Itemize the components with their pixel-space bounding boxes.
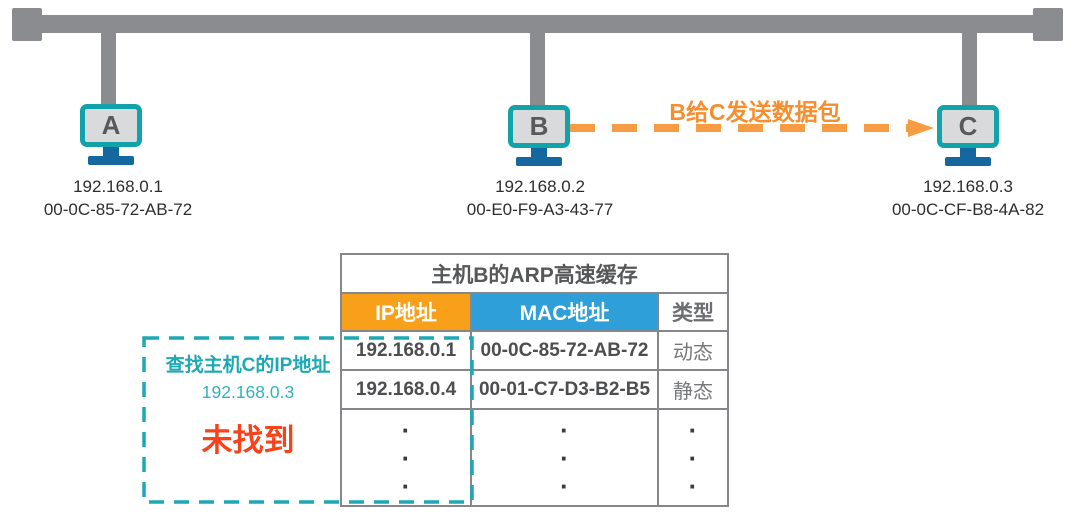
host-b-monitor: B	[508, 105, 570, 148]
packet-dashed-arrow	[570, 119, 934, 137]
arp-header-ip: IP地址	[340, 292, 472, 332]
arp-row-2-type: 静态	[657, 369, 729, 410]
host-c-mac: 00-0C-CF-B8-4A-82	[891, 200, 1045, 219]
lookup-highlight-box	[142, 336, 474, 504]
bus-cable	[14, 15, 1050, 33]
arp-ellipsis-ip: · · ·	[401, 414, 411, 501]
host-c-monitor: C	[937, 105, 999, 148]
bus-terminator-right	[1033, 8, 1063, 41]
lookup-annotation-title: 查找主机C的IP地址	[165, 355, 331, 376]
arp-row-1: 192.168.0.1 00-0C-85-72-AB-72 动态	[340, 330, 729, 371]
arp-cache-table: 主机B的ARP高速缓存 IP地址 MAC地址 类型 192.168.0.1 00…	[340, 253, 729, 507]
host-b-ip: 192.168.0.2	[495, 177, 585, 196]
host-a-ip: 192.168.0.1	[73, 177, 163, 196]
arp-row-2: 192.168.0.4 00-01-C7-D3-B2-B5 静态	[340, 369, 729, 410]
host-a-monitor: A	[80, 104, 142, 147]
arp-row-1-type: 动态	[657, 330, 729, 371]
arp-header-type: 类型	[657, 292, 729, 332]
host-c-ip: 192.168.0.3	[923, 177, 1013, 196]
drop-cable-b	[530, 33, 545, 109]
host-a-letter: A	[101, 110, 121, 140]
host-b-stand-base	[516, 157, 562, 166]
host-b-letter: B	[529, 111, 549, 141]
host-c-stand-base	[945, 157, 991, 166]
arp-row-2-mac: 00-01-C7-D3-B2-B5	[470, 369, 659, 410]
host-a-mac: 00-0C-85-72-AB-72	[43, 200, 193, 219]
arp-table-header-row: IP地址 MAC地址 类型	[340, 292, 729, 332]
host-a-stand-base	[88, 156, 134, 165]
arp-row-2-ip: 192.168.0.4	[340, 369, 472, 410]
arp-ellipsis-mac: · · ·	[560, 414, 569, 501]
host-c-stand-neck	[960, 148, 976, 157]
arp-table-title-row: 主机B的ARP高速缓存	[340, 253, 729, 294]
host-a-stand-neck	[103, 147, 119, 156]
arp-row-1-mac: 00-0C-85-72-AB-72	[470, 330, 659, 371]
bus-terminator-left	[12, 8, 42, 41]
lookup-annotation-ip: 192.168.0.3	[201, 382, 295, 402]
host-b-mac: 00-E0-F9-A3-43-77	[466, 200, 614, 219]
drop-cable-a	[101, 33, 116, 109]
drop-cable-c	[962, 33, 977, 109]
arp-row-ellipsis: · · · · · · · · ·	[340, 408, 729, 507]
host-b-stand-neck	[531, 148, 547, 157]
arp-header-mac: MAC地址	[470, 292, 659, 332]
packet-arrow-label: B给C发送数据包	[669, 99, 841, 125]
host-c-letter: C	[958, 111, 978, 141]
arp-table-title: 主机B的ARP高速缓存	[340, 253, 729, 294]
arp-ellipsis-type: · · ·	[688, 414, 698, 501]
lookup-annotation-result: 未找到	[201, 423, 295, 458]
lookup-annotation: 查找主机C的IP地址 192.168.0.3 未找到	[150, 354, 346, 460]
